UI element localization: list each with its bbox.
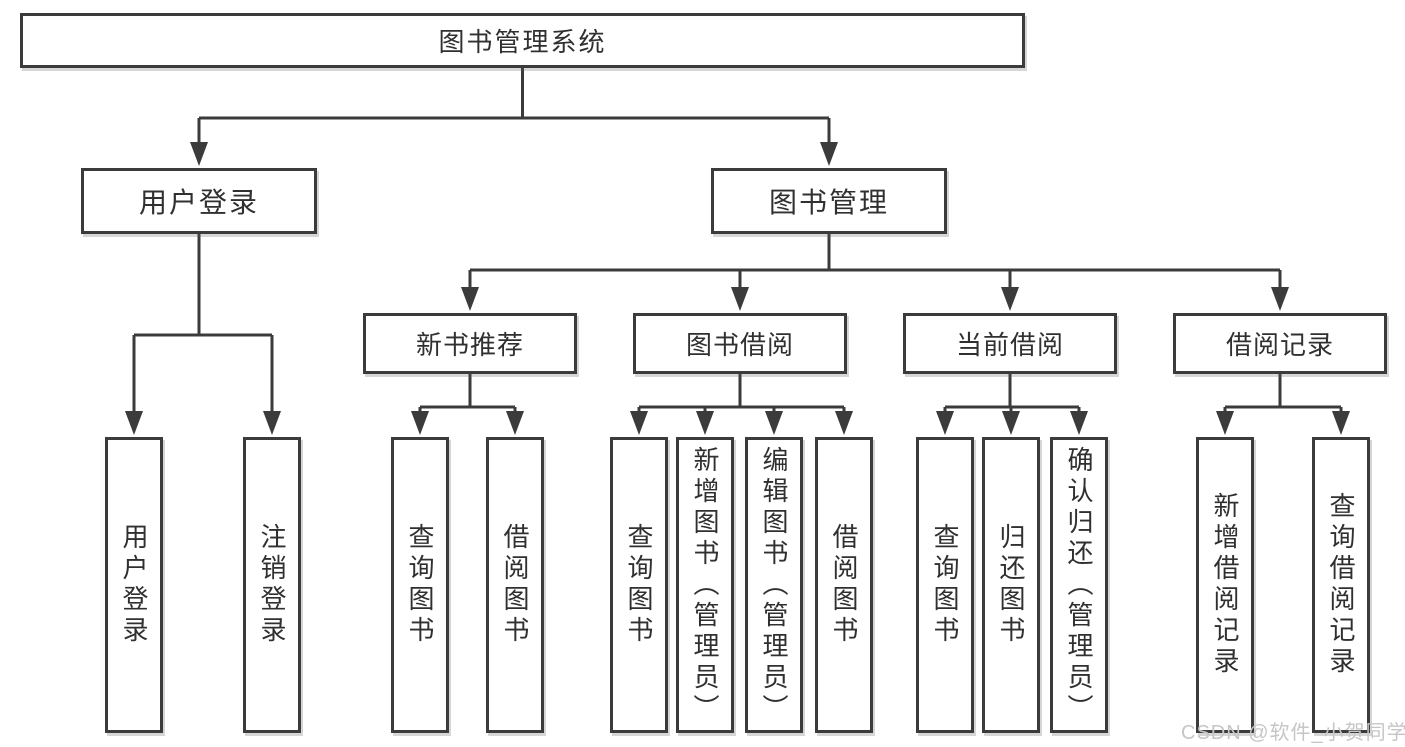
- leaf-br-add-record-label: 新增借阅记录: [1210, 492, 1240, 678]
- leaf-bb-edit-books-admin: 编辑图书（管理员）: [745, 437, 803, 733]
- leaf-br-query-record-label: 查询借阅记录: [1326, 492, 1356, 678]
- leaf-cb-return-books-label: 归还图书: [996, 523, 1026, 647]
- leaf-bb-edit-books-admin-label: 编辑图书（管理员）: [759, 445, 789, 725]
- leaf-cb-return-books: 归还图书: [982, 437, 1040, 733]
- node-root: 图书管理系统: [20, 13, 1025, 68]
- leaf-logout-label: 注销登录: [257, 523, 287, 647]
- leaf-bb-borrow-books: 借阅图书: [815, 437, 873, 733]
- leaf-bb-add-books-admin: 新增图书（管理员）: [676, 437, 734, 733]
- leaf-user-login-label: 用户登录: [119, 523, 149, 647]
- leaf-cb-confirm-return-admin-label: 确认归还（管理员）: [1064, 445, 1094, 725]
- leaf-bb-borrow-books-label: 借阅图书: [829, 523, 859, 647]
- node-book-borrowing: 图书借阅: [633, 313, 847, 374]
- leaf-br-query-record: 查询借阅记录: [1312, 437, 1370, 733]
- node-book-management: 图书管理: [711, 168, 947, 234]
- leaf-nbr-query-books: 查询图书: [391, 437, 449, 733]
- leaf-user-login: 用户登录: [105, 437, 163, 733]
- leaf-nbr-borrow-books: 借阅图书: [486, 437, 544, 733]
- leaf-nbr-query-books-label: 查询图书: [405, 523, 435, 647]
- leaf-cb-query-books-label: 查询图书: [930, 523, 960, 647]
- node-user-login: 用户登录: [81, 168, 317, 234]
- node-current-borrowing: 当前借阅: [903, 313, 1117, 374]
- watermark-text: CSDN @软件_小贺同学: [1181, 722, 1405, 744]
- leaf-cb-query-books: 查询图书: [916, 437, 974, 733]
- leaf-bb-query-books-label: 查询图书: [624, 523, 654, 647]
- leaf-bb-add-books-admin-label: 新增图书（管理员）: [690, 445, 720, 725]
- leaf-nbr-borrow-books-label: 借阅图书: [500, 523, 530, 647]
- leaf-br-add-record: 新增借阅记录: [1196, 437, 1254, 733]
- leaf-logout: 注销登录: [243, 437, 301, 733]
- leaf-cb-confirm-return-admin: 确认归还（管理员）: [1050, 437, 1108, 733]
- leaf-bb-query-books: 查询图书: [610, 437, 668, 733]
- node-borrowing-records: 借阅记录: [1173, 313, 1387, 374]
- node-new-book-recommend: 新书推荐: [363, 313, 577, 374]
